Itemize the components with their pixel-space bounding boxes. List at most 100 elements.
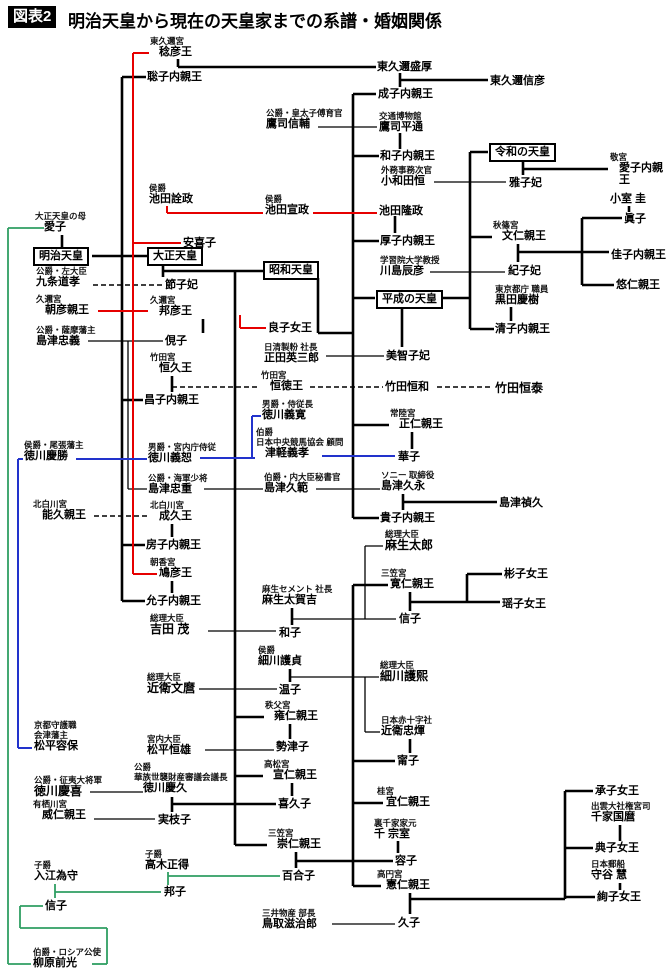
person-yanagiwara-sakimitsu: 伯爵・ロシア公使柳原前光 [33,947,102,969]
person-asaka-yasuhiko: 朝香宮鳩彦王 [150,557,192,579]
person-tokugawa-yoshihiro: 男爵・侍従長徳川義寛 [262,399,314,421]
person-senge-kunimaro: 出雲大社権宮司千家国麿 [591,801,651,823]
person-konoe-tadateru: 日本赤十字社近衛忠煇 [381,715,433,737]
person-mikasa-takahito: 三笠宮崇仁親王 [268,828,321,850]
person-fusako: 房子内親王 [146,539,201,551]
person-konoe-fumimaro: 総理大臣近衛文麿 [147,672,196,695]
person-chikako: 俔子 [165,335,187,347]
person-fumihito: 秋篠宮文仁親王 [493,220,546,242]
person-hosokawa-morisada: 侯爵細川護貞 [258,645,302,667]
person-kawashima-tatsuhiko: 学習院大学教授川島辰彦 [380,255,440,277]
person-sayako: 清子内親王 [495,323,550,335]
person-takagi-masanari: 子爵高木正得 [145,849,189,871]
person-higashikuni-morihiro: 東久邇盛厚 [377,61,432,73]
person-satoko: 聡子内親王 [147,71,202,83]
person-kitashirakawa-yoshihisa: 北白川宮能久親王 [33,499,86,521]
person-moriya-kei: 日本郵船守谷 慧 [591,859,628,881]
person-kuni-kuniyoshi: 久邇宮邦彦王 [150,295,192,317]
person-akiko-ikeda: 安喜子 [183,237,216,249]
person-kiko: 紀子妃 [508,265,541,277]
person-shimazu-hisanaga: ソニー 取締役島津久永 [381,470,435,492]
red-lines [98,52,377,575]
person-takatsukasa-nobusuke: 公爵・皇太子傅育官鷹司信輔 [266,108,343,130]
person-kikuko: 喜久子 [278,798,311,810]
person-tokugawa-yoshihisa: 公爵 華族世襲財産審議会議長徳川慶久 [134,762,228,794]
figure-label: 図表2 [8,6,57,28]
person-kuniko: 邦子 [164,886,186,898]
person-tsugaru-yoshitaka: 伯爵 日本中央競馬協会 顧問津軽義孝 [256,427,344,459]
person-noriko: 典子女王 [595,842,639,854]
person-ikeda-nobumasa: 侯爵池田宣政 [265,194,309,216]
person-masako-tsune: 昌子内親王 [144,394,199,406]
person-takeda-tsunehisa: 竹田宮恒久王 [150,352,192,374]
person-yuriko: 百合子 [282,870,315,882]
person-masako-sen: 容子 [395,855,417,867]
person-hisahito: 悠仁親王 [616,279,660,291]
person-mako: 眞子 [624,213,646,225]
person-sadako: 節子妃 [165,279,198,291]
person-takeda-tsuneyoshi: 竹田宮恒徳王 [261,370,303,392]
person-higashikuni-nobuhiko: 東久邇信彦 [490,75,545,87]
person-emperor-heisei: 平成の天皇 [376,290,443,309]
person-sen-soshitsu: 裏千家家元千 宗室 [374,818,417,840]
person-chichibu-yasuhito: 秩父宮雍仁親王 [265,700,318,722]
person-aiko: 敬宮愛子内親王 [610,152,663,186]
person-shimazu-yoshihisa: 島津禎久 [499,497,543,509]
person-naruko-taisho-mother: 大正天皇の母愛子 [35,211,87,233]
person-kuni-asahiko: 久邇宮朝彦親王 [36,294,89,316]
person-shimazu-tadashige: 公爵・海軍少将島津忠重 [148,473,208,495]
person-shimazu-tadayoshi: 公爵・薩摩藩主島津忠義 [36,325,96,347]
green-lines [7,227,280,965]
person-shigeko: 成子内親王 [378,88,433,100]
person-kako: 佳子内親王 [611,249,666,261]
person-akiko-princess: 彬子女王 [504,568,548,580]
person-ikeda-akimasa: 侯爵池田詮政 [149,183,193,205]
blue-lines [17,415,395,749]
person-yoshida-shigeru: 総理大臣吉田 茂 [150,613,190,636]
person-kitashirakawa-naruhisa: 北白川宮成久王 [150,500,192,522]
person-nobuko-aso: 信子 [399,613,421,625]
person-tottori-jijiro: 三井物産 部長鳥取滋治郎 [262,908,317,930]
person-mikasa-tomohito: 三笠宮寛仁親王 [381,568,434,590]
person-aso-taro: 総理大臣麻生太郎 [385,529,434,552]
person-takako: 貴子内親王 [380,512,435,524]
person-nobuko-yanagiwara: 信子 [45,900,67,912]
person-owada-hisashi: 外務事務次官小和田恒 [381,165,433,187]
person-mieko: 実枝子 [158,814,191,826]
person-kazuko-yoshida: 和子 [279,627,301,639]
person-setsuko: 勢津子 [276,741,309,753]
person-matsudaira-tsuneo: 宮内大臣松平恒雄 [147,734,191,756]
person-nagako: 良子女王 [268,322,312,334]
person-emperor-meiji: 明治天皇 [33,247,89,266]
person-takeda-tsuneyasu: 竹田恒泰 [495,381,544,395]
person-tokugawa-yoshinobu: 公爵・征夷大将軍徳川慶喜 [34,775,103,798]
person-tokugawa-yoshikatsu: 侯爵・尾張藩主徳川慶勝 [24,440,84,462]
person-aso-takakichi: 麻生セメント 社長麻生太賀吉 [262,584,333,606]
person-emperor-reiwa: 令和の天皇 [489,143,556,162]
person-irie-tamemori: 子爵入江為守 [34,860,78,882]
person-hanako: 華子 [398,451,420,463]
person-katsura-yoshihito: 桂宮宜仁親王 [377,786,430,808]
person-higashikuni-naruhiko: 東久邇宮稔彦王 [150,36,192,58]
person-nobuko-in: 允子内親王 [146,595,201,607]
person-emperor-showa: 昭和天皇 [263,261,319,280]
person-komuro-kei: 小室 圭 [610,193,647,205]
person-shimazu-hisanori: 伯爵・内大臣秘書官島津久範 [264,472,341,494]
person-atsuko-hosokawa: 温子 [279,684,301,696]
person-ikeda-takamasa: 池田隆政 [379,205,423,217]
person-yasuko: 甯子 [397,755,419,767]
person-ayako: 絢子女王 [597,891,641,903]
person-takamatsu-nobuhito: 高松宮宣仁親王 [264,759,317,781]
person-atsuko: 厚子内親王 [380,235,435,247]
person-tsuguko: 承子女王 [595,785,639,797]
person-arisugawa-takehito: 有栖川宮威仁親王 [33,799,86,821]
person-tokugawa-yoshikoto: 男爵・宮内庁侍従徳川義恕 [148,442,217,464]
person-matsudaira-katamori: 京都守護職 会津藩主松平容保 [34,720,78,752]
person-emperor-taisho: 大正天皇 [147,247,203,266]
person-takamado-norihito: 高円宮憲仁親王 [377,869,430,891]
person-takatsukasa-toshimichi: 交通博物館鷹司平通 [379,111,423,133]
person-hisako: 久子 [398,917,420,929]
page-title: 明治天皇から現在の天皇家までの系譜・婚姻関係 [68,12,442,31]
